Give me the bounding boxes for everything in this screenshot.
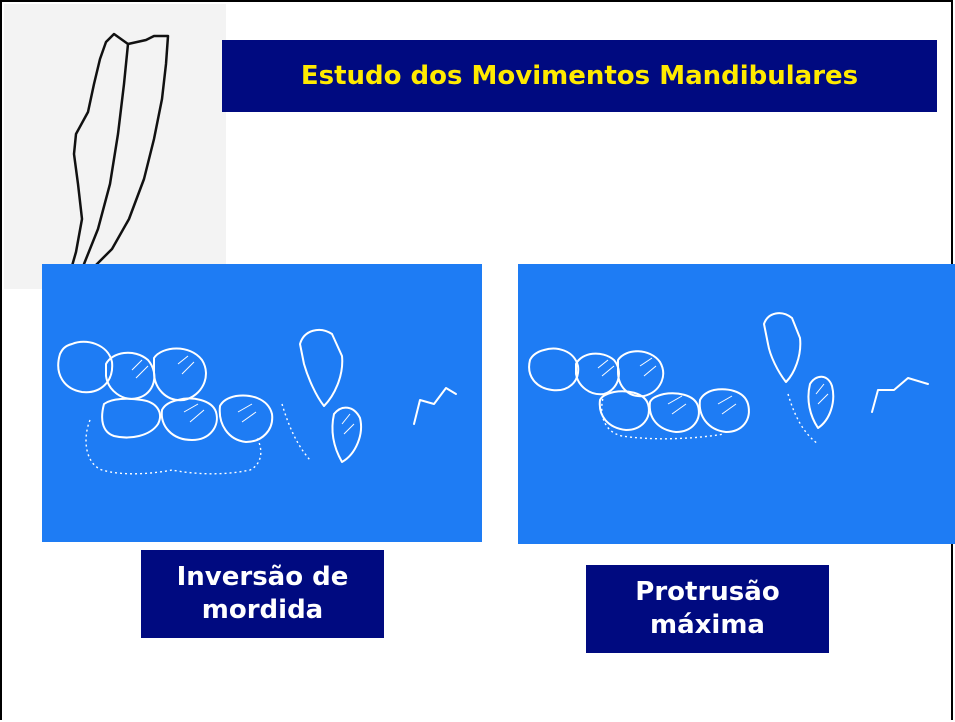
crossbite-teeth-drawing [57,328,457,475]
title-banner: Estudo dos Movimentos Mandibulares [222,40,937,112]
tooth-outline-drawing [66,32,170,282]
slide-title: Estudo dos Movimentos Mandibulares [300,61,859,91]
crossbite-caption-line2: mordida [201,595,324,625]
protrusion-caption-line2: máxima [650,610,765,640]
protrusion-caption: Protrusão máxima [586,565,829,653]
protrusion-teeth-drawing [528,312,929,445]
protrusion-caption-line1: Protrusão [635,577,780,607]
crossbite-caption-line1: Inversão de [176,562,349,592]
crossbite-tracing-panel [42,264,482,542]
crossbite-caption: Inversão de mordida [141,550,384,638]
tooth-outline-illustration [4,4,226,289]
protrusion-tracing-panel [518,264,955,544]
